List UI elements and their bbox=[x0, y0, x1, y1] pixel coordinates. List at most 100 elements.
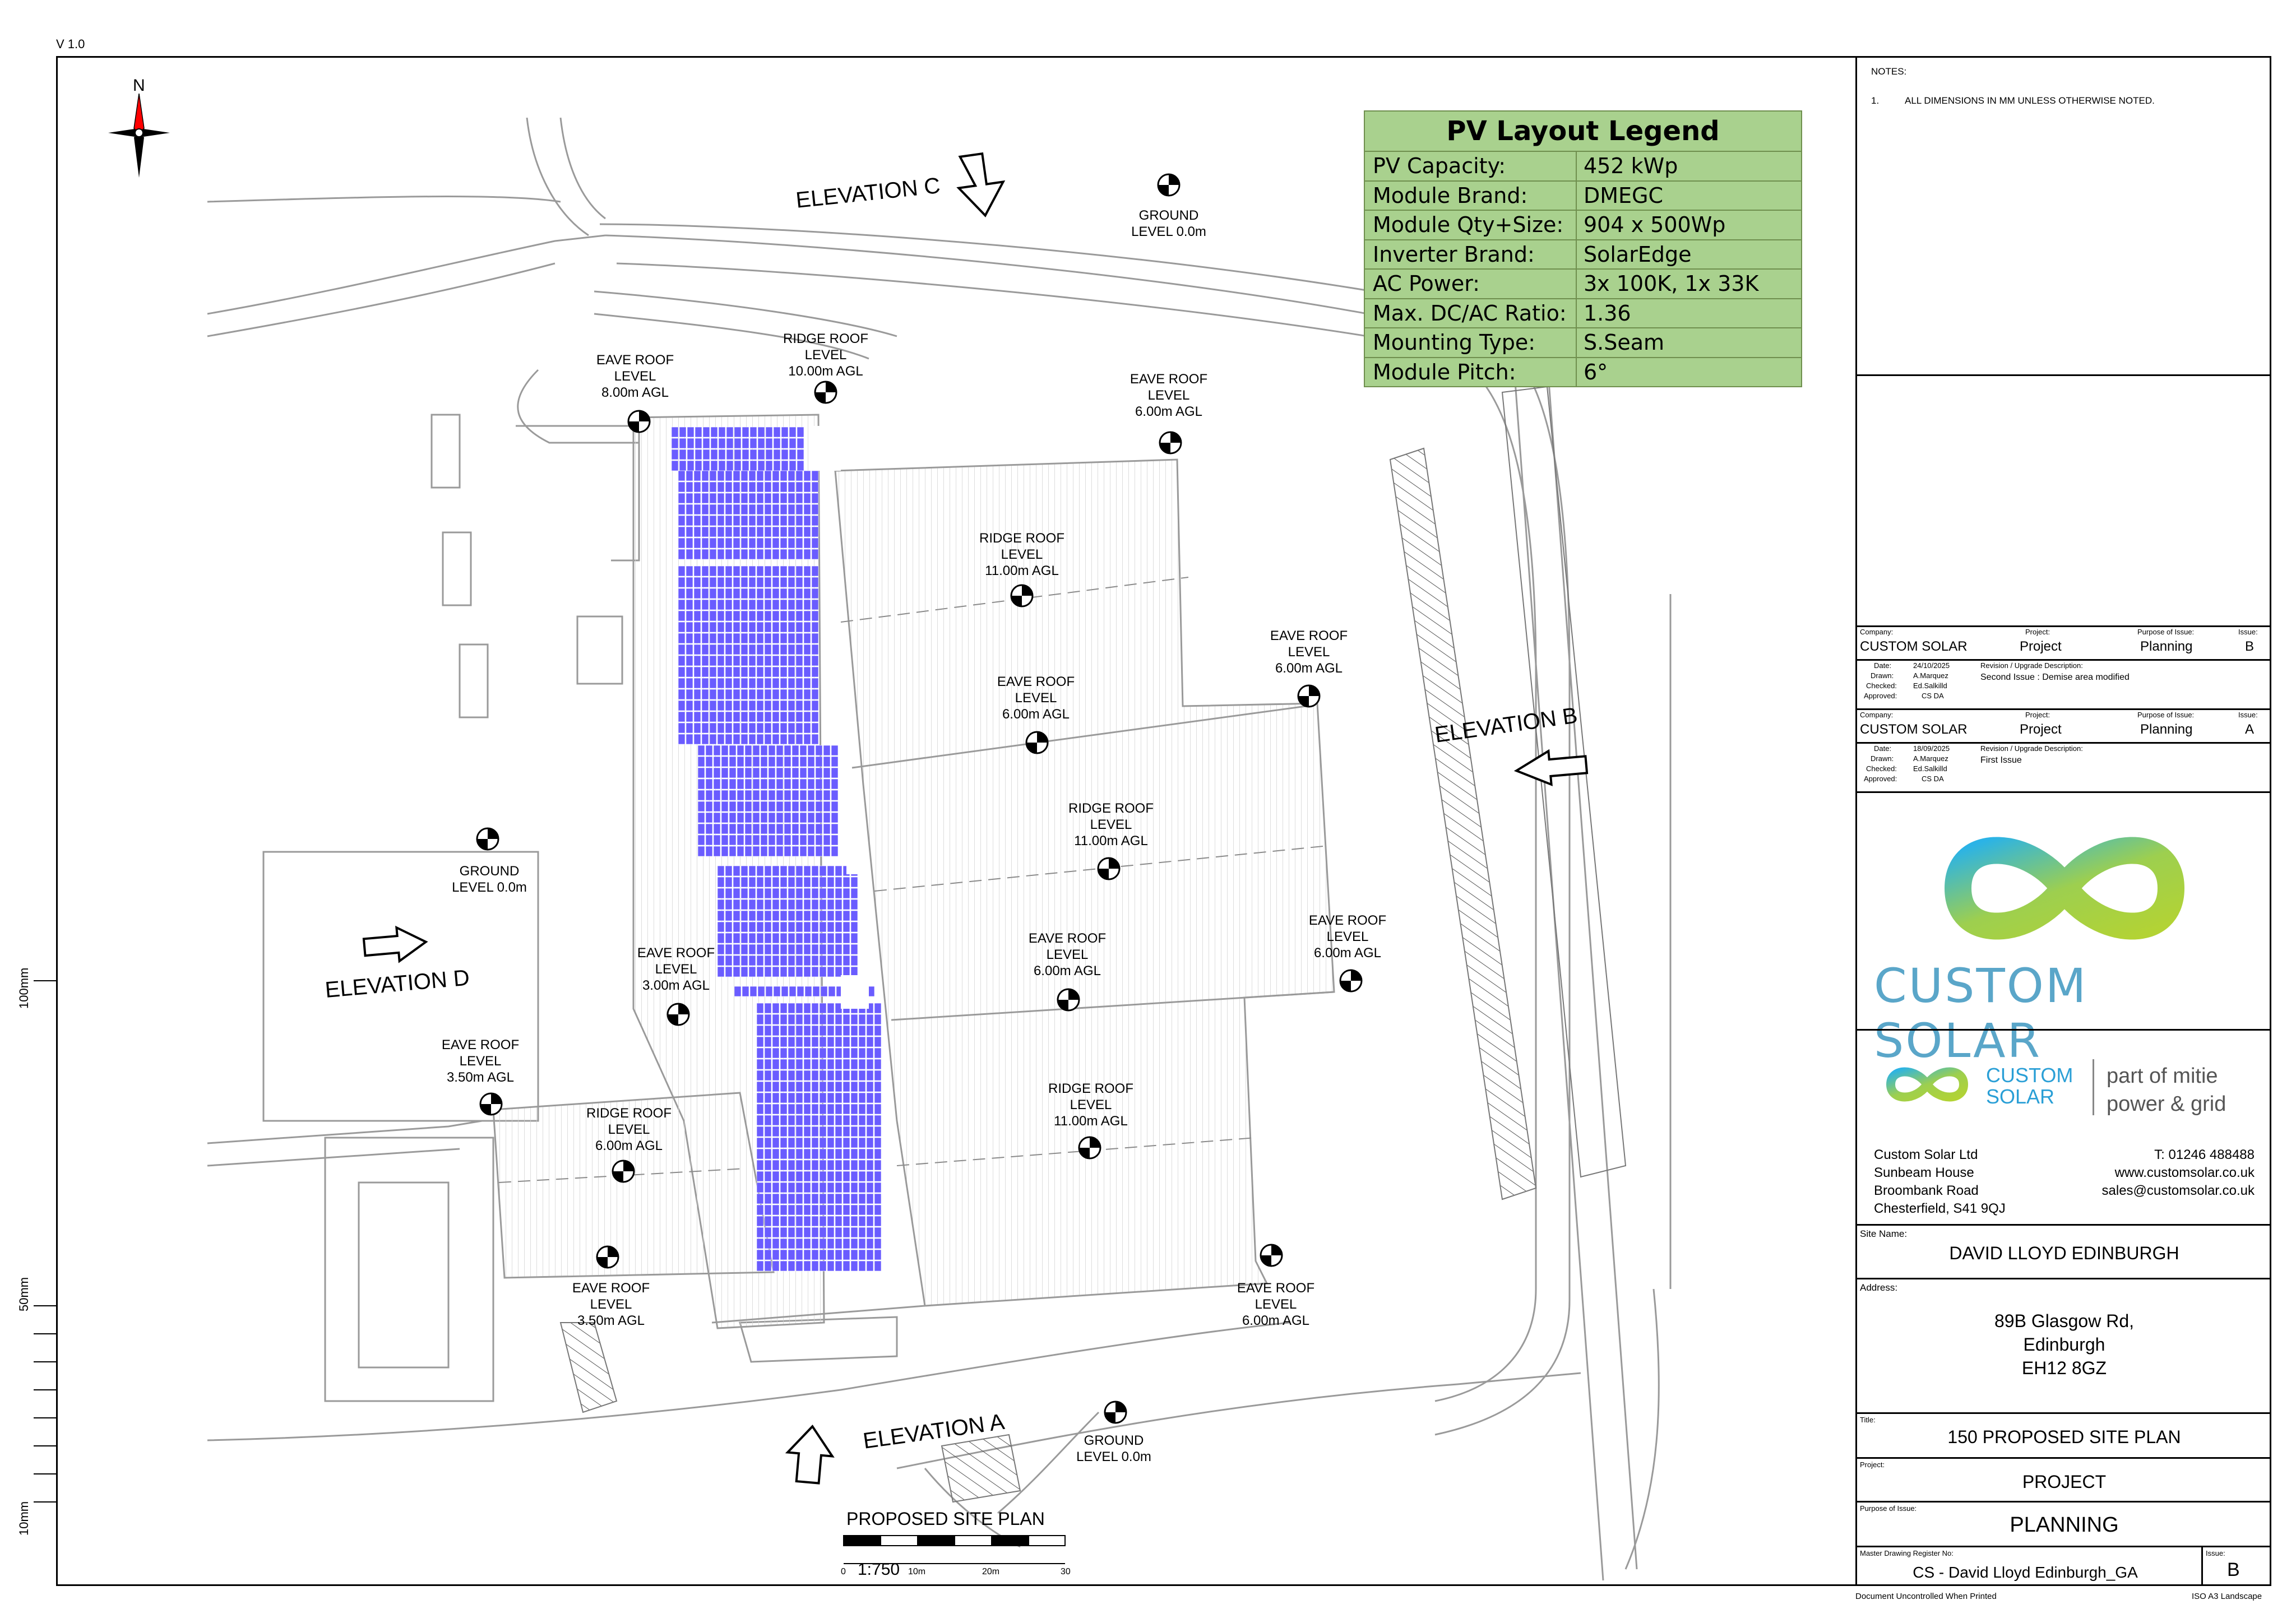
pv-module bbox=[843, 1059, 850, 1070]
pv-module bbox=[780, 1260, 788, 1272]
pv-module bbox=[803, 588, 811, 599]
pv-module bbox=[850, 933, 858, 944]
pv-module bbox=[780, 655, 788, 666]
pv-module bbox=[811, 921, 819, 933]
address-line: Chesterfield, S41 9QJ bbox=[1874, 1201, 2006, 1216]
pv-module bbox=[678, 655, 686, 666]
pv-module bbox=[671, 449, 679, 460]
project-value: Project bbox=[2020, 722, 2062, 737]
pv-module bbox=[772, 1081, 780, 1092]
pv-module bbox=[756, 610, 764, 622]
pv-module bbox=[733, 711, 740, 722]
pv-module bbox=[713, 767, 721, 778]
pv-module bbox=[737, 846, 744, 857]
pv-module bbox=[791, 801, 799, 812]
pv-module bbox=[827, 1003, 835, 1014]
pv-module bbox=[780, 1204, 788, 1216]
project-value: PROJECT bbox=[2022, 1472, 2107, 1492]
pv-module bbox=[850, 1238, 858, 1249]
pv-module bbox=[764, 588, 772, 599]
pv-module bbox=[760, 790, 768, 801]
pv-module bbox=[740, 700, 748, 711]
pv-module bbox=[803, 865, 811, 877]
pv-module bbox=[752, 823, 760, 834]
divider bbox=[1857, 625, 2271, 627]
pv-module bbox=[686, 481, 693, 493]
legend-value: S.Seam bbox=[1584, 330, 1665, 355]
pv-module bbox=[686, 526, 693, 537]
pv-module bbox=[749, 426, 757, 438]
pv-module bbox=[780, 734, 788, 745]
pv-module bbox=[791, 790, 799, 801]
title-block: NOTES: 1. ALL DIMENSIONS IN MM UNLESS OT… bbox=[1855, 56, 2271, 1586]
pv-module bbox=[850, 888, 858, 899]
pv-module bbox=[819, 955, 827, 966]
legend-value: DMEGC bbox=[1584, 183, 1664, 208]
pv-module bbox=[780, 1092, 788, 1103]
pv-module bbox=[795, 1025, 803, 1036]
pv-module bbox=[772, 921, 780, 933]
pv-module bbox=[815, 767, 823, 778]
pv-module bbox=[843, 1115, 850, 1126]
pv-module bbox=[811, 1216, 819, 1227]
pv-module bbox=[811, 1137, 819, 1148]
pv-module bbox=[835, 1216, 843, 1227]
pv-module bbox=[764, 493, 772, 504]
pv-module bbox=[811, 1014, 819, 1025]
pv-module bbox=[768, 812, 776, 823]
pv-module bbox=[827, 1126, 835, 1137]
plan-title: PROPOSED SITE PLAN bbox=[846, 1509, 1045, 1529]
pv-module bbox=[803, 1036, 811, 1047]
pv-module bbox=[760, 812, 768, 823]
pv-module bbox=[795, 577, 803, 588]
pv-module bbox=[678, 610, 686, 622]
pv-module bbox=[756, 526, 764, 537]
pv-module bbox=[780, 722, 788, 734]
pv-module bbox=[756, 1070, 764, 1081]
pv-module bbox=[701, 599, 709, 610]
level-marker-icon bbox=[666, 1003, 690, 1026]
pv-module bbox=[780, 622, 788, 633]
pv-module bbox=[765, 426, 773, 438]
pv-module bbox=[772, 1137, 780, 1148]
pv-array-gap bbox=[813, 426, 841, 471]
legend-row: Module Pitch:6° bbox=[1365, 358, 1801, 386]
pv-module bbox=[780, 921, 788, 933]
pv-module bbox=[772, 944, 780, 955]
level-label-ground-c: GROUND LEVEL 0.0m bbox=[1131, 208, 1206, 239]
pv-module bbox=[726, 449, 734, 460]
pv-module bbox=[764, 888, 772, 899]
pv-module bbox=[740, 549, 748, 560]
pv-module bbox=[748, 722, 756, 734]
pv-module bbox=[776, 767, 784, 778]
pv-module bbox=[788, 1216, 795, 1227]
pv-module bbox=[858, 1115, 866, 1126]
pv-module bbox=[795, 655, 803, 666]
mitie-tag1: part of mitie bbox=[2107, 1064, 2218, 1088]
pv-module bbox=[827, 910, 835, 921]
pv-module bbox=[812, 986, 820, 997]
pv-module bbox=[772, 588, 780, 599]
pv-module bbox=[713, 834, 721, 846]
pv-module bbox=[811, 955, 819, 966]
pv-module bbox=[701, 689, 709, 700]
pv-module bbox=[733, 678, 740, 689]
pv-module bbox=[748, 899, 756, 910]
pv-module bbox=[819, 865, 827, 877]
pv-module bbox=[725, 526, 733, 537]
pv-module bbox=[797, 449, 804, 460]
pv-module bbox=[827, 1193, 835, 1204]
pv-module bbox=[827, 1115, 835, 1126]
pv-module bbox=[740, 481, 748, 493]
pv-module bbox=[764, 599, 772, 610]
pv-module bbox=[831, 745, 839, 756]
pv-module bbox=[843, 1047, 850, 1059]
pv-module bbox=[780, 899, 788, 910]
checked-label: Checked: bbox=[1866, 681, 1897, 690]
pv-module bbox=[823, 823, 831, 834]
pv-module bbox=[789, 438, 797, 449]
pv-module bbox=[764, 1126, 772, 1137]
pv-module bbox=[866, 1025, 874, 1036]
pv-module bbox=[819, 1025, 827, 1036]
pv-module bbox=[803, 622, 811, 633]
